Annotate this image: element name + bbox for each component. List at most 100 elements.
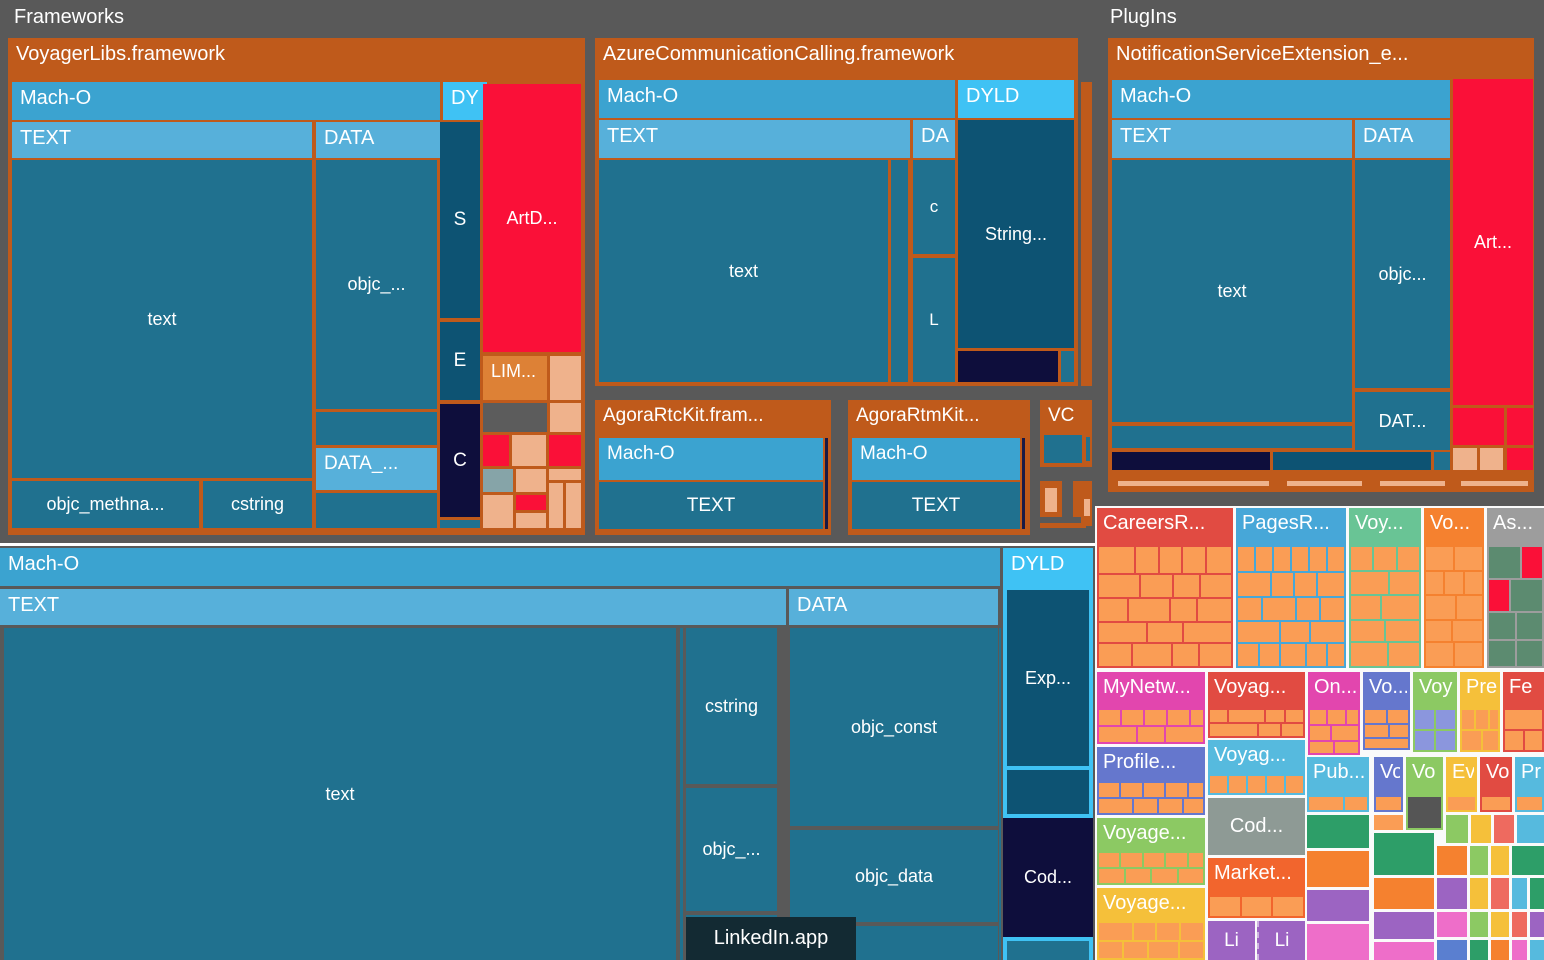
cell[interactable]	[1281, 643, 1305, 667]
app-objc[interactable]: objc_...	[686, 788, 777, 911]
cell[interactable]	[1436, 731, 1455, 750]
cell[interactable]	[958, 351, 1058, 382]
cell[interactable]	[1157, 923, 1180, 940]
cell[interactable]	[1470, 940, 1488, 960]
cell[interactable]	[1365, 710, 1386, 723]
cell[interactable]	[1123, 941, 1147, 958]
cell[interactable]	[1491, 912, 1509, 937]
cell[interactable]	[1386, 620, 1419, 642]
cell[interactable]	[1453, 408, 1504, 445]
cell[interactable]	[1121, 783, 1142, 797]
cell[interactable]	[516, 495, 546, 510]
cell[interactable]	[1281, 724, 1303, 736]
pi-objc-section[interactable]: objc...	[1355, 160, 1450, 388]
az-l-section[interactable]: L	[913, 258, 955, 382]
vl-text-section[interactable]: text	[12, 160, 312, 478]
module-fe[interactable]: Fe	[1503, 672, 1544, 752]
cell[interactable]	[1266, 710, 1284, 722]
cell[interactable]	[1475, 710, 1488, 729]
cell[interactable]	[1521, 547, 1542, 579]
module-marketplaces[interactable]: Market...	[1208, 858, 1305, 918]
cell[interactable]	[1199, 644, 1231, 667]
cell[interactable]	[825, 438, 828, 529]
cell[interactable]	[1159, 799, 1183, 813]
module-vo3[interactable]: Vo	[1374, 757, 1403, 812]
cell[interactable]	[1183, 547, 1206, 574]
cell[interactable]	[1374, 833, 1434, 875]
cell[interactable]	[1389, 643, 1419, 667]
cell[interactable]	[1328, 710, 1345, 724]
cell[interactable]	[1200, 575, 1231, 597]
vl-macho-header[interactable]: Mach-O	[12, 82, 440, 120]
app-codesignature[interactable]: Cod...	[1003, 818, 1093, 937]
cell[interactable]	[1351, 620, 1384, 642]
pi-text-header[interactable]: TEXT	[1112, 120, 1352, 158]
pi-dat-section[interactable]: DAT...	[1355, 392, 1450, 450]
module-li[interactable]: Li	[1208, 921, 1255, 960]
cell[interactable]	[1351, 643, 1387, 667]
cell[interactable]	[1374, 912, 1434, 939]
cell[interactable]	[1141, 575, 1172, 597]
cell[interactable]	[1132, 644, 1172, 667]
cell[interactable]	[1210, 776, 1227, 793]
cell[interactable]	[550, 403, 581, 432]
module-voy2[interactable]: Voy	[1413, 672, 1457, 752]
vl-data2-header[interactable]: DATA_...	[316, 448, 437, 490]
cell[interactable]	[1390, 571, 1419, 595]
cell[interactable]	[1376, 797, 1401, 810]
vl-s-section[interactable]: S	[440, 122, 480, 318]
cell[interactable]	[1143, 783, 1165, 797]
module-voyager1[interactable]: Voy...	[1349, 508, 1421, 668]
cell[interactable]	[1007, 770, 1089, 814]
cell[interactable]	[1453, 448, 1477, 470]
cell[interactable]	[549, 435, 581, 466]
framework-sliver[interactable]	[1081, 400, 1092, 467]
cell[interactable]	[1022, 438, 1025, 529]
cell[interactable]	[1332, 725, 1358, 740]
framework-sliver[interactable]	[1081, 82, 1092, 386]
pi-macho-header[interactable]: Mach-O	[1112, 80, 1450, 118]
az-c-section[interactable]: c	[913, 160, 955, 254]
cell[interactable]	[1489, 613, 1515, 639]
cell[interactable]	[1307, 924, 1369, 960]
cell[interactable]	[1306, 643, 1327, 667]
module-mynetwork[interactable]: MyNetw...	[1097, 672, 1205, 744]
module-pub[interactable]: Pub...	[1307, 757, 1369, 812]
cell[interactable]	[1517, 797, 1542, 810]
module-ev[interactable]: Ev	[1446, 757, 1477, 812]
cell[interactable]	[1482, 797, 1510, 810]
cell[interactable]	[1491, 878, 1509, 909]
app-text-section[interactable]: text	[4, 628, 676, 960]
cell[interactable]	[1188, 853, 1203, 867]
cell[interactable]	[1512, 878, 1527, 909]
module-voyag-red[interactable]: Voyag...	[1208, 672, 1305, 738]
module-vo2[interactable]: Vo...	[1363, 672, 1410, 750]
cell[interactable]	[1262, 597, 1295, 620]
cell[interactable]	[1426, 571, 1444, 595]
cell[interactable]	[1198, 598, 1231, 621]
cell[interactable]	[1148, 941, 1179, 958]
module-voyag-lightblue[interactable]: Voyag...	[1208, 740, 1305, 795]
module-vo5[interactable]: Vo	[1480, 757, 1512, 812]
cell[interactable]	[1310, 621, 1344, 642]
cell[interactable]	[1482, 731, 1498, 750]
cell[interactable]	[1390, 724, 1408, 738]
artm-text-section[interactable]: TEXT	[852, 482, 1020, 529]
cell[interactable]	[1381, 596, 1419, 619]
cell[interactable]	[483, 469, 513, 492]
cell[interactable]	[1207, 547, 1231, 574]
cell[interactable]	[1351, 547, 1373, 570]
cell[interactable]	[680, 628, 683, 960]
cell[interactable]	[1045, 488, 1057, 512]
vl-dy-block[interactable]	[440, 520, 480, 528]
cell[interactable]	[1125, 869, 1150, 883]
cell[interactable]	[1387, 710, 1408, 723]
cell[interactable]	[1446, 815, 1468, 843]
cell[interactable]	[1099, 575, 1140, 597]
vl-data-header[interactable]: DATA	[316, 122, 440, 158]
cell[interactable]	[1137, 727, 1165, 742]
cell[interactable]	[1188, 783, 1203, 797]
cell[interactable]	[1307, 815, 1369, 848]
cell[interactable]	[1121, 853, 1142, 867]
cell[interactable]	[1511, 580, 1542, 612]
